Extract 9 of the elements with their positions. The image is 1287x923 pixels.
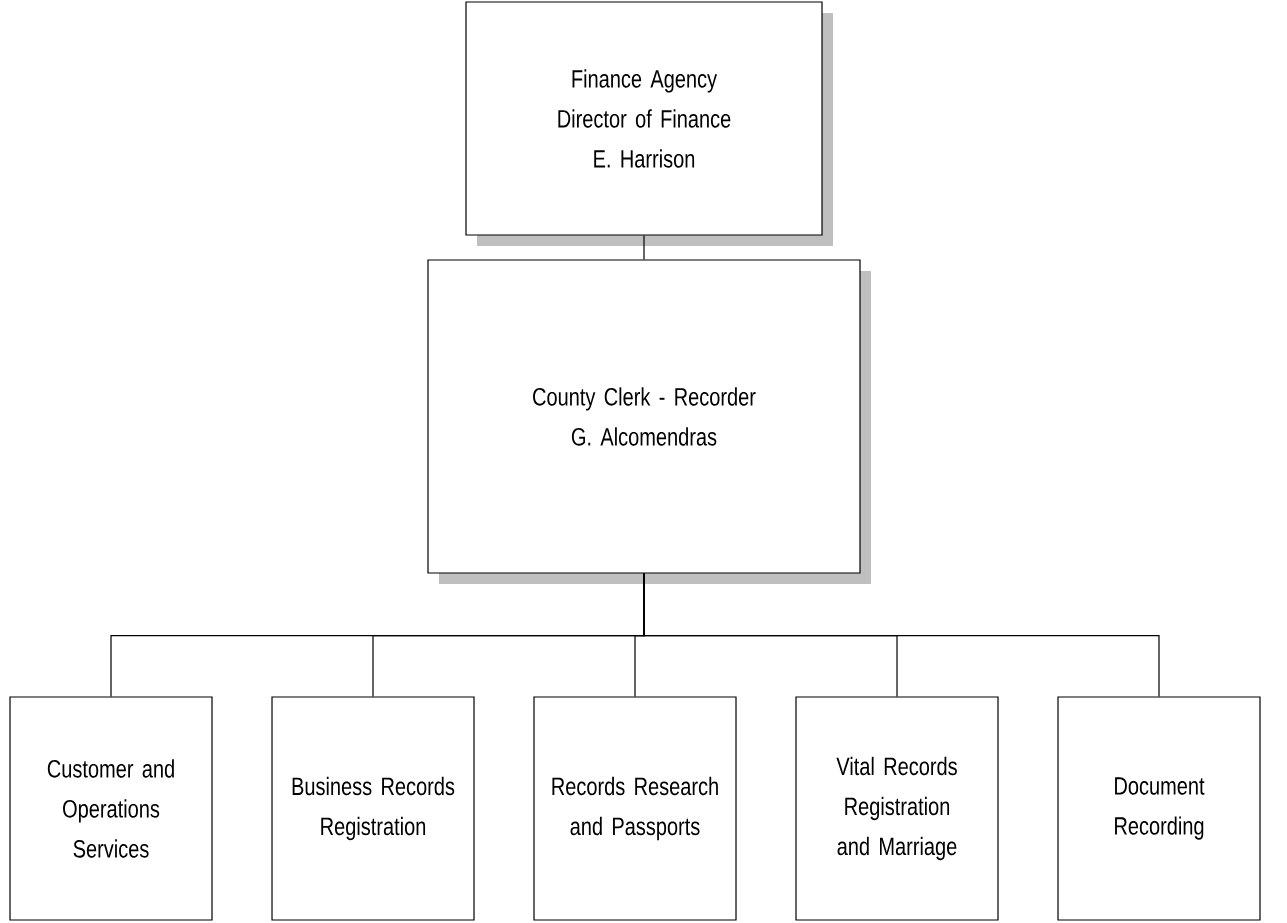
org-box: Finance Agency Director of Finance E. Harrison <box>465 1 833 246</box>
connector-line <box>643 573 1160 697</box>
connector-line <box>643 235 645 260</box>
org-box: Customer and Operations Services <box>9 696 213 921</box>
org-box: Records Research and Passports <box>533 696 737 921</box>
org-box: Vital Records Registration and Marriage <box>795 696 999 921</box>
org-box: Business Records Registration <box>271 696 475 921</box>
org-box: County Clerk - Recorder G. Alcomendras <box>427 259 871 584</box>
org-box: Document Recording <box>1057 696 1261 921</box>
